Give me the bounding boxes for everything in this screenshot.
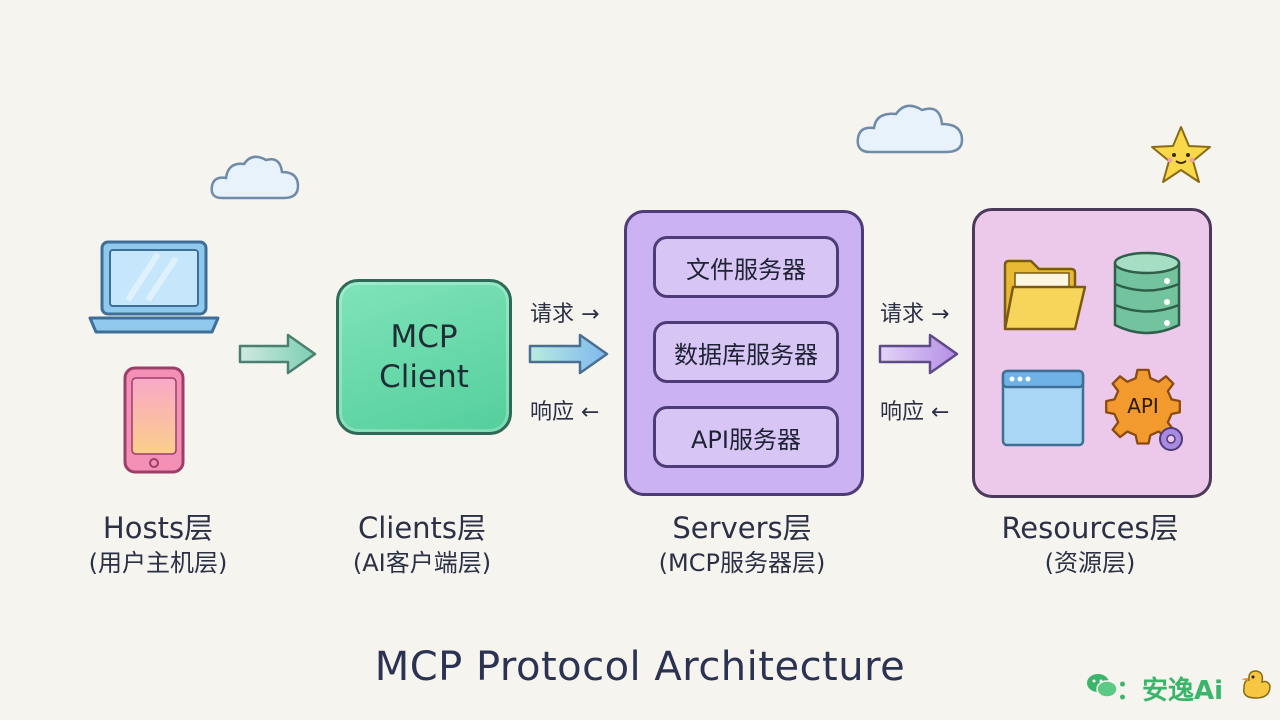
resources-layer-label: Resources层 (资源层) (960, 510, 1220, 580)
request-label: 请求 → (530, 302, 600, 327)
servers-box: 文件服务器 数据库服务器 API服务器 (624, 210, 864, 496)
resources-box: API (972, 208, 1212, 498)
servers-layer-label: Servers层 (MCP服务器层) (612, 510, 872, 580)
phone-icon (123, 366, 185, 474)
request-label: 请求 → (880, 302, 950, 327)
diagram-title: MCP Protocol Architecture (374, 644, 906, 690)
flow-arrow (878, 333, 959, 375)
clients-layer-label: Clients层 (AI客户端层) (292, 510, 552, 580)
response-label: 响应 ← (880, 400, 950, 425)
watermark-text: ：安逸Ai (1116, 676, 1224, 706)
database-icon (1113, 251, 1181, 335)
gear-icon: API (1105, 368, 1183, 451)
clients-subtitle: (AI客户端层) (352, 549, 492, 577)
wechat-icon (1087, 674, 1118, 698)
response-label: 响应 ← (530, 400, 600, 425)
laptop-icon (88, 240, 220, 334)
flow-arrow (528, 333, 609, 375)
api-server-item: API服务器 (653, 406, 839, 468)
star-icon (1151, 126, 1211, 183)
hosts-title: Hosts层 (102, 511, 214, 545)
browser-window-icon (1001, 369, 1085, 447)
cloud-icon (856, 104, 964, 154)
cloud-icon (210, 155, 300, 200)
mcp-client-box: MCP Client (336, 279, 512, 435)
resources-subtitle: (资源层) (1044, 549, 1136, 577)
resources-title: Resources层 (1001, 511, 1179, 545)
hosts-subtitle: (用户主机层) (88, 549, 228, 577)
clients-title: Clients层 (357, 511, 487, 545)
servers-subtitle: (MCP服务器层) (658, 549, 826, 577)
duck-icon (1241, 670, 1271, 699)
flow-arrow (238, 333, 317, 375)
file-server-item: 文件服务器 (653, 236, 839, 298)
hosts-layer-label: Hosts层 (用户主机层) (28, 510, 288, 580)
mcp-client-label: MCP Client (379, 319, 469, 395)
api-gear-label: API (1127, 394, 1159, 418)
database-server-item: 数据库服务器 (653, 321, 839, 383)
folder-icon (1003, 259, 1087, 331)
servers-title: Servers层 (672, 511, 812, 545)
